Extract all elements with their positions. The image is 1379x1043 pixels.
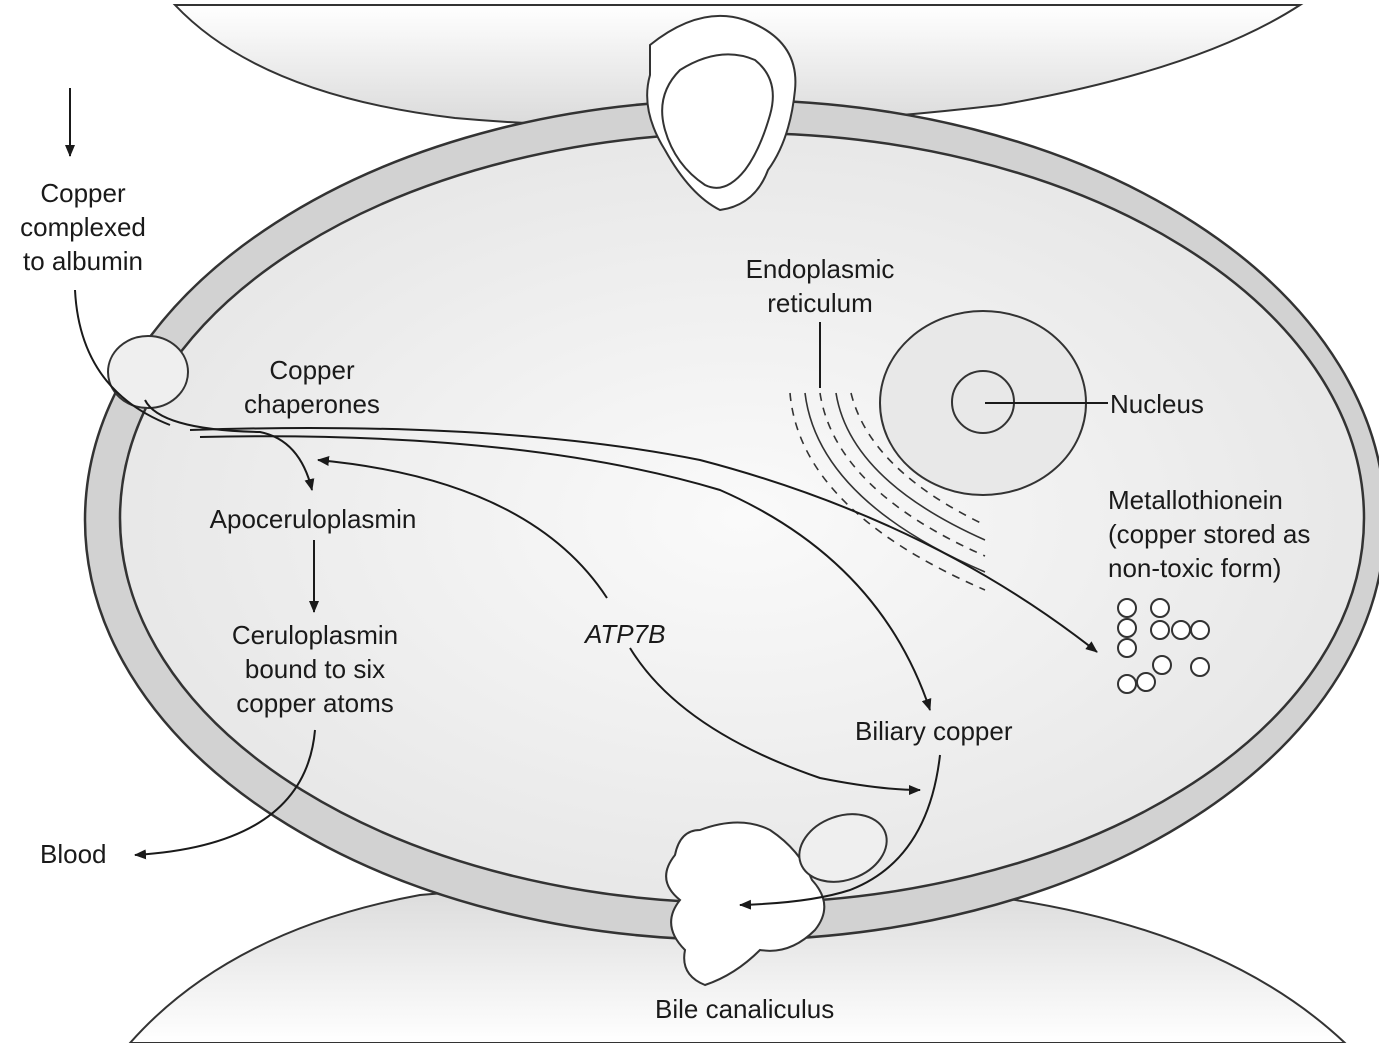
label-ceruloplasmin-line3: copper atoms [205, 686, 425, 720]
label-copper-albumin-line1: Copper [8, 176, 158, 210]
label-copper-albumin-line2: complexed [8, 210, 158, 244]
label-metallothionein-line1: Metallothionein [1108, 483, 1310, 517]
label-copper-albumin-line3: to albumin [8, 244, 158, 278]
label-metallothionein-line3: non-toxic form) [1108, 551, 1310, 585]
label-biliary-copper: Biliary copper [855, 714, 1013, 748]
label-endoplasmic-reticulum: Endoplasmic reticulum [720, 252, 920, 320]
label-ceruloplasmin-line2: bound to six [205, 652, 425, 686]
label-copper-albumin: Copper complexed to albumin [8, 176, 158, 278]
label-chaperones-line1: Copper [222, 353, 402, 387]
label-atp7b: ATP7B [585, 617, 665, 651]
copper-uptake-transporter [108, 336, 188, 408]
label-apoceruloplasmin: Apoceruloplasmin [188, 502, 438, 536]
label-metallothionein: Metallothionein (copper stored as non-to… [1108, 483, 1310, 585]
label-ceruloplasmin-line1: Ceruloplasmin [205, 618, 425, 652]
label-er-line2: reticulum [720, 286, 920, 320]
label-chaperones-line2: chaperones [222, 387, 402, 421]
label-ceruloplasmin: Ceruloplasmin bound to six copper atoms [205, 618, 425, 720]
label-metallothionein-line2: (copper stored as [1108, 517, 1310, 551]
label-blood: Blood [40, 837, 107, 871]
label-nucleus: Nucleus [1110, 387, 1204, 421]
label-copper-chaperones: Copper chaperones [222, 353, 402, 421]
label-er-line1: Endoplasmic [720, 252, 920, 286]
label-bile-canaliculus: Bile canaliculus [655, 992, 834, 1026]
